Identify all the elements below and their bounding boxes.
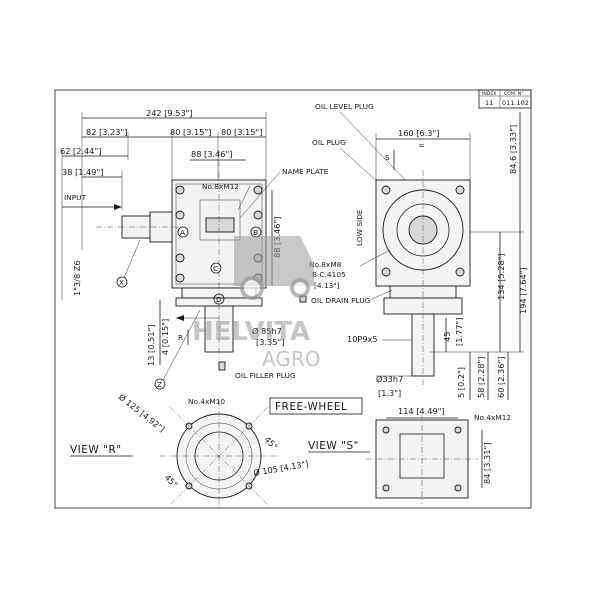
dim-84-6: 84.6 [3.33"] [508, 125, 518, 174]
watermark-line1: HELVITA [192, 317, 310, 347]
dim-38: 38 [1.49"] [62, 167, 103, 177]
name-plate-label: NAME PLATE [282, 167, 329, 176]
drawing-frame [54, 89, 532, 509]
index-value: 11 [485, 99, 493, 107]
eq-mark: = [418, 140, 425, 150]
dim-5: 5 [0.2"] [456, 367, 466, 398]
key-label: 10P9x5 [347, 334, 378, 344]
angle-a: 45° [263, 434, 280, 451]
dim-84: 84 [3.31"] [482, 443, 492, 484]
view-r-title: VIEW "R" [70, 444, 122, 456]
bolts-s-line3: [4.13"] [314, 281, 340, 290]
dim-spline: 1"3/8 Z6 [72, 260, 82, 296]
index-box: INDEX COM. N° 11 011.102 [478, 89, 532, 109]
dim-82: 82 [3.23"] [86, 127, 127, 137]
dim-60: 60 [2.36"] [496, 357, 506, 398]
free-wheel-box [269, 397, 363, 415]
dim-134: 134 [5.28"] [496, 253, 506, 300]
side-view: 160 [6.3"] = OIL LEVEL PLUG OIL PLUG S L… [299, 102, 528, 400]
com-value: 011.102 [502, 99, 529, 107]
dim-80a: 80 [3.15"] [170, 127, 211, 137]
dim-114: 114 [4.49"] [398, 406, 445, 416]
index-header: INDEX [482, 91, 496, 97]
s-arrow-label: S [385, 153, 390, 162]
dim-160: 160 [6.3"] [398, 128, 439, 138]
view-s-title: VIEW "S" [308, 440, 359, 452]
dim-88-top: 88 [3.46"] [191, 149, 232, 159]
dim-45: 45 [442, 332, 452, 342]
dim-194: 194 [7.64"] [518, 267, 528, 314]
bolts-r-label: No.8xM12 [202, 182, 239, 191]
dim-62: 62 [2.44"] [60, 146, 101, 156]
dim-80b: 80 [3.15"] [221, 127, 262, 137]
mark-c: C [213, 264, 218, 273]
bolts-view-s-label: No.4xM12 [474, 413, 511, 422]
r-arrow-label: R [178, 333, 183, 342]
watermark: HELVITA AGRO [192, 236, 320, 371]
dim-4: 4 [0.15"] [160, 319, 170, 355]
oil-plug-label: OIL PLUG [312, 138, 346, 147]
dim-13: 13 [0.51"] [146, 325, 156, 366]
oil-level-plug-label: OIL LEVEL PLUG [315, 102, 374, 111]
mark-a: A [180, 228, 185, 237]
oil-drain-plug-label: OIL DRAIN PLUG [311, 296, 371, 305]
oil-filler-plug-label: OIL FILLER PLUG [235, 371, 296, 380]
mark-b: B [253, 228, 258, 237]
dim-45-in: [1.77"] [454, 318, 464, 346]
watermark-line2: AGRO [262, 347, 320, 371]
mark-z: Z [157, 380, 162, 389]
free-wheel-label: FREE-WHEEL [275, 401, 347, 413]
mark-d: D [216, 295, 222, 304]
dia-33: Ø33h7 [376, 374, 403, 384]
dim-width-242: 242 [9.53"] [146, 108, 193, 118]
com-header: COM. N° [504, 91, 523, 97]
dia-85: Ø 85h7 [252, 326, 282, 336]
bolts-s-line1: No.8xM8 [309, 260, 342, 269]
bolts-s-line2: B.C.4105 [312, 270, 346, 279]
view-r: VIEW "R" No.4xM10 Ø 125 [4.92"] Ø 105 [4… [70, 392, 309, 510]
bolts-view-r-label: No.4xM10 [188, 397, 225, 406]
input-label: INPUT [64, 193, 87, 202]
dia-125: Ø 125 [4.92"] [117, 392, 167, 434]
dim-58: 58 [2.28"] [476, 357, 486, 398]
angle-b: 45° [163, 472, 180, 489]
low-side-label: LOW SIDE [355, 209, 364, 246]
dia-33-in: [1.3"] [378, 388, 401, 398]
dia-85-in: [3.35"] [256, 337, 284, 347]
view-s: VIEW "S" 114 [4.49"] No.4xM12 84 [3.31"] [308, 406, 511, 504]
mark-x: X [119, 278, 124, 287]
